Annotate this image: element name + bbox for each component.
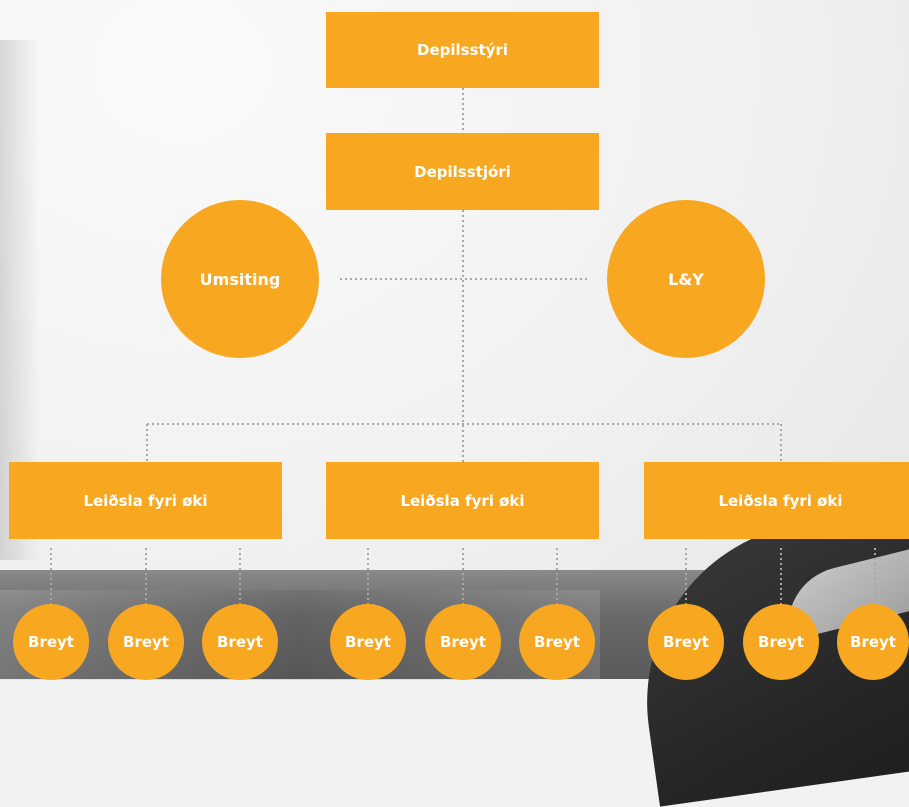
node-leaf-1-2: Breyt: [108, 604, 184, 680]
node-leaf-3-2: Breyt: [743, 604, 819, 680]
node-leaf-2-1: Breyt: [330, 604, 406, 680]
node-leaf-3-3: Breyt: [837, 604, 909, 680]
connector-lines: [50, 88, 876, 604]
node-unit-3: Leiðsla fyri øki: [644, 462, 909, 539]
node-leaf-1-3: Breyt: [202, 604, 278, 680]
node-leaf-2-3: Breyt: [519, 604, 595, 680]
node-top: Depilsstýri: [326, 12, 599, 88]
node-side-right: L&Y: [607, 200, 765, 358]
node-unit-2: Leiðsla fyri øki: [326, 462, 599, 539]
node-side-left: Umsiting: [161, 200, 319, 358]
node-unit-1: Leiðsla fyri øki: [9, 462, 282, 539]
node-leaf-1-1: Breyt: [13, 604, 89, 680]
node-second: Depilsstjóri: [326, 133, 599, 210]
node-leaf-3-1: Breyt: [648, 604, 724, 680]
node-leaf-2-2: Breyt: [425, 604, 501, 680]
